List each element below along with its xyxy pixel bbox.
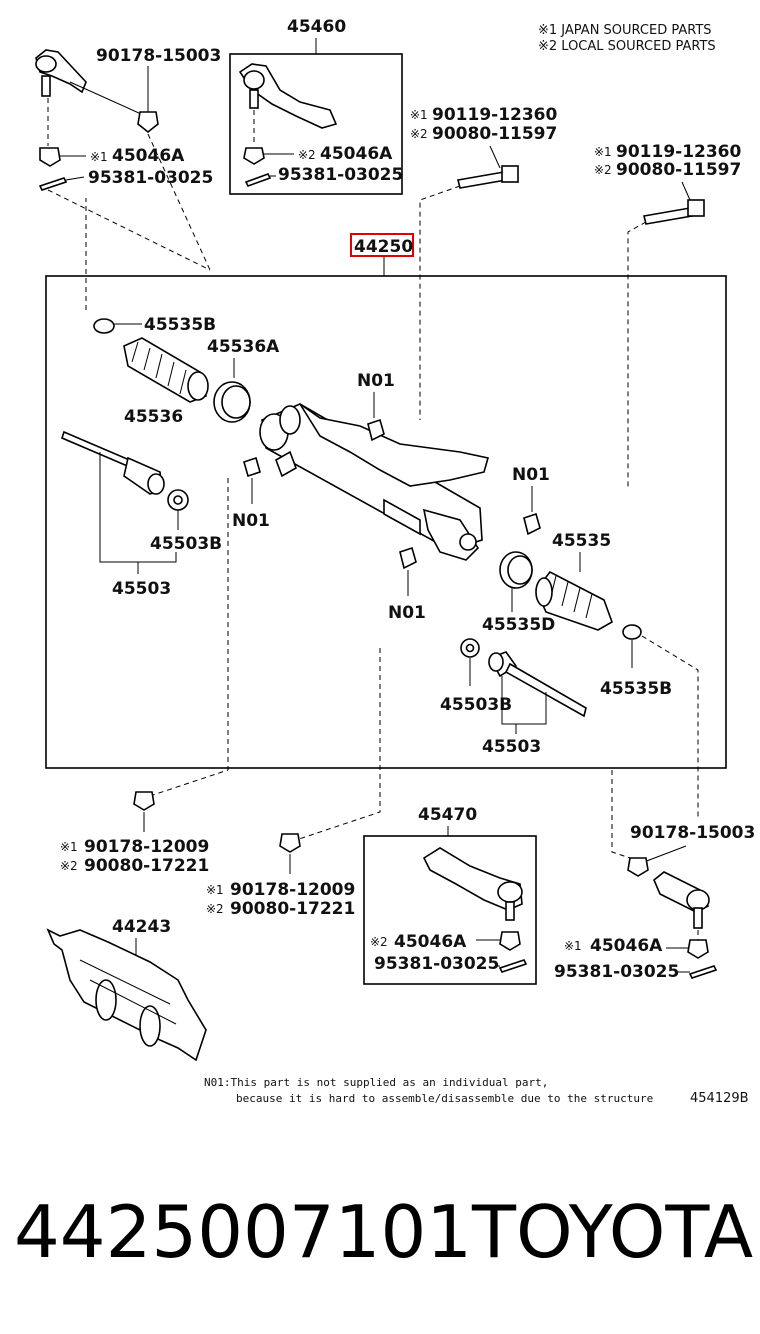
seal-N01-left <box>243 456 261 478</box>
tie-rod-end-45460 <box>238 63 338 129</box>
cotter-pin-45470 <box>498 959 528 973</box>
inner-tie-rod-left <box>61 430 165 495</box>
clamp-45535B-left <box>93 318 115 334</box>
castle-nut-45470 <box>499 931 521 951</box>
nut-90178-15003-top <box>137 111 159 134</box>
label-45503B-left: 45503B <box>150 534 222 554</box>
mark-2-e: ※2 <box>206 902 224 916</box>
label-95381-right-bottom: 95381-03025 <box>554 962 679 982</box>
label-90119-b: 90119-12360 <box>616 142 742 162</box>
cotter-pin-top-left <box>38 177 68 191</box>
label-45503B-right: 45503B <box>440 695 512 715</box>
label-90178-15003-top: 90178-15003 <box>96 46 221 66</box>
label-45535B-left: 45535B <box>144 315 216 335</box>
label-44250: 44250 <box>354 237 413 257</box>
label-45046A-top-left: 45046A <box>112 146 185 166</box>
mark-1-b: ※1 <box>410 108 428 122</box>
mark-2-c: ※2 <box>594 163 612 177</box>
mark-1-a: ※1 <box>90 150 108 164</box>
tie-rod-end-left-top <box>35 49 87 97</box>
label-45535B-right: 45535B <box>600 679 672 699</box>
mark-1-c: ※1 <box>594 145 612 159</box>
label-45503-left: 45503 <box>112 579 171 599</box>
label-90080-17221-left: 90080-17221 <box>84 856 209 876</box>
seal-N01-lower <box>399 546 417 570</box>
legend-local: ※2 LOCAL SOURCED PARTS <box>538 39 716 54</box>
legend-japan: ※1 JAPAN SOURCED PARTS <box>538 23 712 38</box>
mark-2-d: ※2 <box>60 859 78 873</box>
label-95381-top-left: 95381-03025 <box>88 168 213 188</box>
bolt-90119-a <box>457 165 519 189</box>
castle-nut-top-left <box>39 147 61 167</box>
box-45470 <box>363 835 537 985</box>
label-45503-right: 45503 <box>482 737 541 757</box>
castle-nut-45460 <box>243 147 265 165</box>
label-90178-12009-left: 90178-12009 <box>84 837 209 857</box>
label-N01-left: N01 <box>232 511 270 531</box>
steering-rack-body <box>259 403 490 561</box>
note-line-2: because it is hard to assemble/disassemb… <box>236 1092 653 1105</box>
mark-2-a: ※2 <box>298 148 316 162</box>
label-45536A: 45536A <box>207 337 280 357</box>
cover-44243 <box>46 928 207 1062</box>
label-N01-right: N01 <box>512 465 550 485</box>
nut-90178-12009-mid <box>279 833 301 853</box>
seal-N01-upper <box>367 418 385 442</box>
box-45460 <box>229 53 403 195</box>
tie-rod-end-45470 <box>422 847 523 921</box>
mark-1-e: ※1 <box>206 883 224 897</box>
label-45470: 45470 <box>418 805 477 825</box>
label-90178-12009-mid: 90178-12009 <box>230 880 355 900</box>
cotter-pin-right-bottom <box>688 965 718 979</box>
label-90080-17221-mid: 90080-17221 <box>230 899 355 919</box>
label-45535D: 45535D <box>482 615 555 635</box>
diagram-code: 454129B <box>690 1091 749 1106</box>
part-number: 4425007101 <box>14 1190 473 1274</box>
castle-nut-right-bottom <box>687 939 709 959</box>
label-45535: 45535 <box>552 531 611 551</box>
boot-45536 <box>123 337 209 403</box>
label-45460: 45460 <box>287 17 346 37</box>
mark-2-f: ※2 <box>370 935 388 949</box>
mark-2-b: ※2 <box>410 127 428 141</box>
bolt-90119-b <box>643 199 705 225</box>
note-line-1: N01:This part is not supplied as an indi… <box>204 1076 548 1089</box>
mark-1-f: ※1 <box>564 939 582 953</box>
label-45046A-right-bottom: 45046A <box>590 936 663 956</box>
boot-45535 <box>535 570 613 631</box>
clamp-45535B-right <box>622 624 642 640</box>
highlight-44250 <box>350 233 414 257</box>
label-90119-a: 90119-12360 <box>432 105 558 125</box>
footer: 4425007101 TOYOTA <box>14 1192 754 1272</box>
label-N01-upper: N01 <box>357 371 395 391</box>
inner-tie-rod-right <box>488 651 587 718</box>
tie-rod-end-right-bottom <box>653 871 710 929</box>
label-90178-15003-right: 90178-15003 <box>630 823 755 843</box>
nut-90178-15003-right <box>627 857 649 877</box>
label-44243: 44243 <box>112 917 171 937</box>
label-45536: 45536 <box>124 407 183 427</box>
label-90080-11597-b: 90080-11597 <box>616 160 741 180</box>
label-90080-11597-a: 90080-11597 <box>432 124 557 144</box>
label-45046A-45460: 45046A <box>320 144 393 164</box>
label-45046A-45470: 45046A <box>394 932 467 952</box>
box-44250-assembly <box>45 275 727 769</box>
mark-1-d: ※1 <box>60 840 78 854</box>
seal-N01-right <box>523 512 541 536</box>
label-95381-45470: 95381-03025 <box>374 954 499 974</box>
label-N01-lower: N01 <box>388 603 426 623</box>
cotter-pin-45460 <box>244 173 272 187</box>
nut-90178-12009-left <box>133 791 155 811</box>
brand-name: TOYOTA <box>472 1190 754 1274</box>
label-95381-45460: 95381-03025 <box>278 165 403 185</box>
